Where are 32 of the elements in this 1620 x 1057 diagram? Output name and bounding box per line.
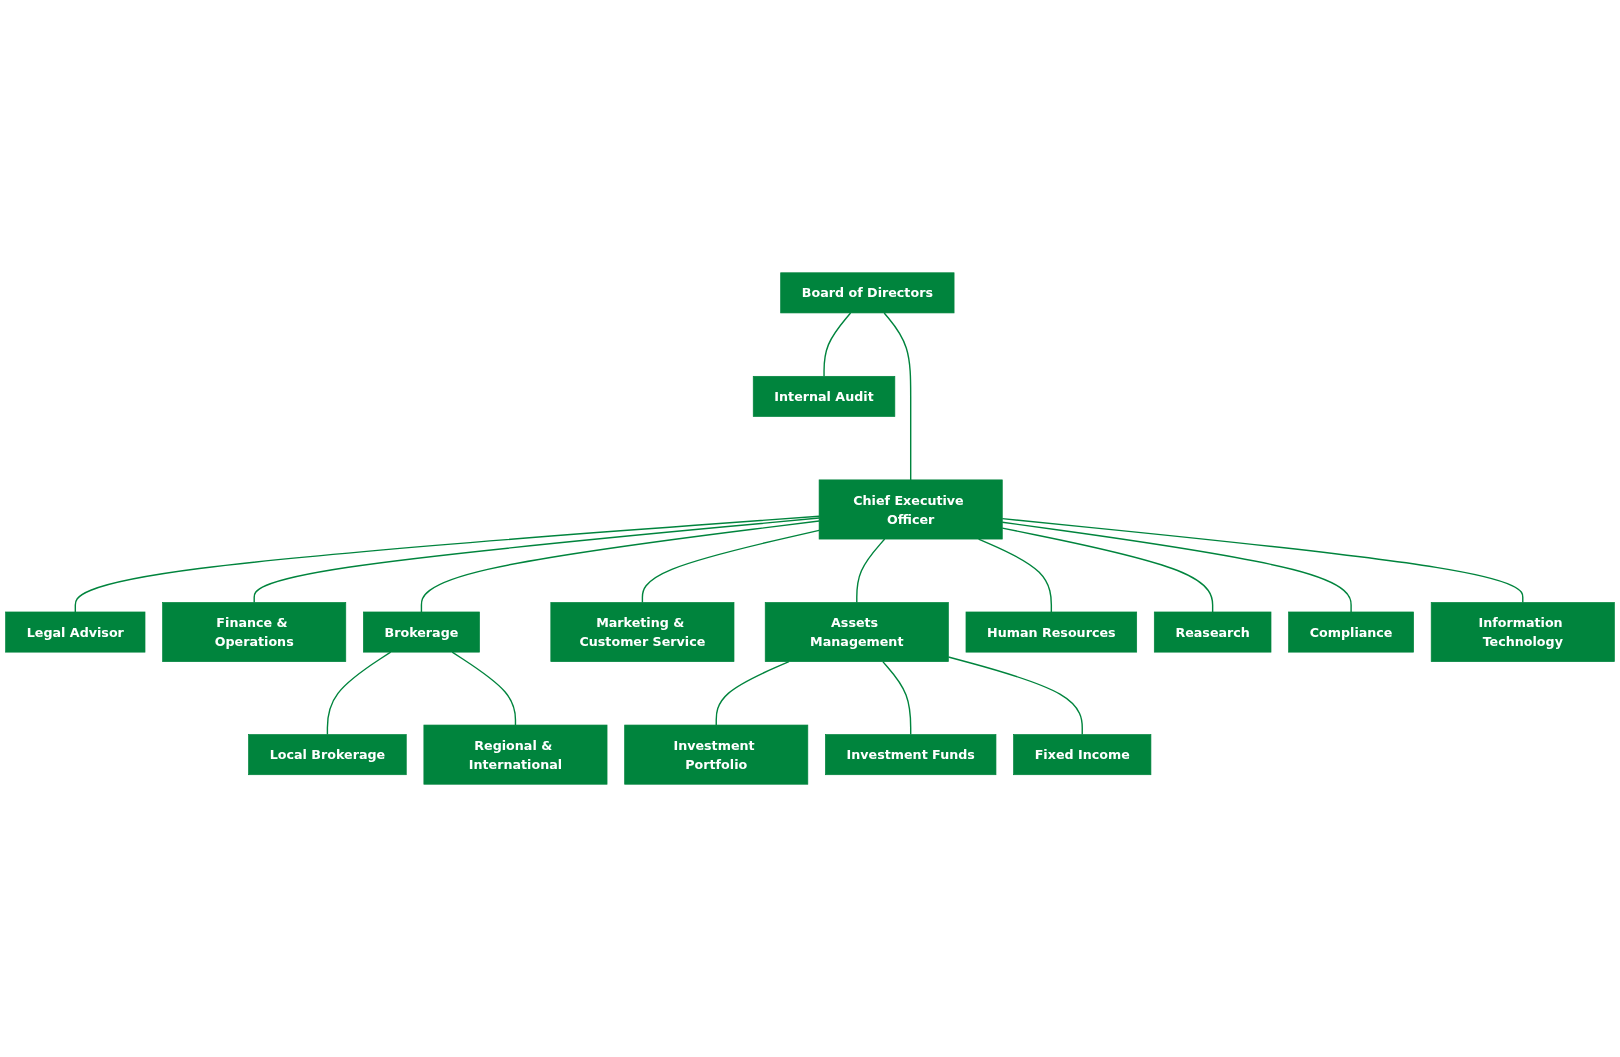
connector [883,312,912,481]
node-box: Chief Executive Officer [818,479,1003,540]
node-box: Marketing & Customer Service [550,602,735,662]
connector [823,312,852,378]
connector [856,538,886,604]
connector [882,660,912,736]
connector [451,651,517,726]
connector [420,520,820,613]
node-box: Information Technology [1430,602,1615,662]
node-box: Local Brokerage [248,734,407,776]
node-box: Compliance [1288,611,1414,653]
node-box: Finance & Operations [162,602,347,662]
connector [715,660,790,726]
connector [253,517,820,604]
node-box: Investment Portfolio [624,724,809,785]
connector [947,656,1083,736]
node-box: Board of Directors [780,272,955,314]
connector [74,515,820,613]
node-box: Reasearch [1153,611,1272,653]
node-box: Brokerage [363,611,480,653]
node-box: Fixed Income [1013,734,1152,776]
node-box: Legal Advisor [5,611,146,653]
node-box: Investment Funds [825,734,997,776]
connector [1001,521,1352,613]
node-box: Internal Audit [752,375,896,417]
node-box: Assets Management [764,602,949,662]
connector [326,651,392,736]
node-box: Human Resources [965,611,1138,653]
node-box: Regional & International [423,724,608,785]
connector [1001,527,1214,613]
connector [1001,517,1524,604]
connector [641,529,820,604]
